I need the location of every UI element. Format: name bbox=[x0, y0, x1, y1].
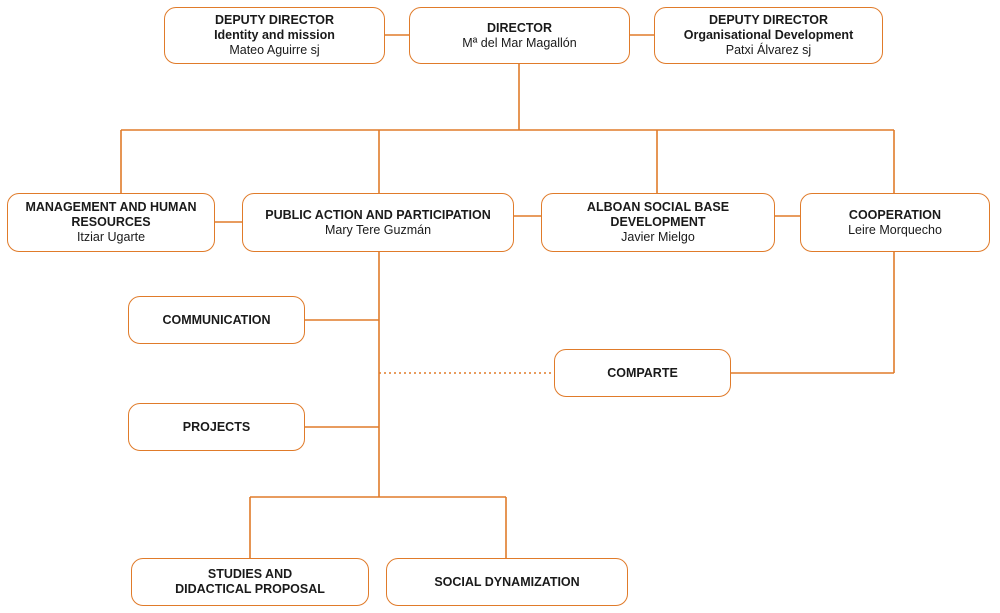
projects-box: PROJECTS bbox=[128, 403, 305, 451]
deputy-director-org-box: DEPUTY DIRECTOR Organisational Developme… bbox=[654, 7, 883, 64]
management-hr-person: Itziar Ugarte bbox=[76, 230, 146, 244]
communication-box: COMMUNICATION bbox=[128, 296, 305, 344]
director-title: DIRECTOR bbox=[486, 20, 553, 35]
alboan-title-line2: DEVELOPMENT bbox=[610, 215, 706, 229]
studies-label-line2: DIDACTICAL PROPOSAL bbox=[175, 582, 325, 596]
studies-label-line1: STUDIES AND bbox=[207, 567, 293, 581]
alboan-person: Javier Mielgo bbox=[621, 230, 695, 244]
alboan-box: ALBOAN SOCIAL BASE DEVELOPMENT Javier Mi… bbox=[541, 193, 775, 252]
deputy-director-identity-box: DEPUTY DIRECTOR Identity and mission Mat… bbox=[164, 7, 385, 64]
director-box: DIRECTOR Mª del Mar Magallón bbox=[409, 7, 630, 64]
comparte-label: COMPARTE bbox=[607, 365, 678, 380]
public-action-title: PUBLIC ACTION AND PARTICIPATION bbox=[265, 207, 491, 222]
social-dynamization-label: SOCIAL DYNAMIZATION bbox=[434, 574, 580, 589]
cooperation-title: COOPERATION bbox=[848, 207, 942, 222]
deputy-director-org-title: DEPUTY DIRECTOR bbox=[708, 13, 828, 27]
management-hr-title-line2: RESOURCES bbox=[71, 215, 151, 229]
cooperation-box: COOPERATION Leire Morquecho bbox=[800, 193, 990, 252]
director-person: Mª del Mar Magallón bbox=[462, 35, 577, 50]
studies-box: STUDIES AND DIDACTICAL PROPOSAL bbox=[131, 558, 369, 606]
alboan-title-line1: ALBOAN SOCIAL BASE bbox=[586, 200, 730, 214]
management-hr-title-line1: MANAGEMENT AND HUMAN bbox=[25, 200, 197, 214]
deputy-director-identity-person: Mateo Aguirre sj bbox=[229, 43, 320, 57]
communication-label: COMMUNICATION bbox=[162, 312, 271, 327]
management-hr-box: MANAGEMENT AND HUMAN RESOURCES Itziar Ug… bbox=[7, 193, 215, 252]
deputy-director-org-subtitle: Organisational Development bbox=[683, 28, 854, 42]
cooperation-person: Leire Morquecho bbox=[848, 222, 942, 237]
projects-label: PROJECTS bbox=[182, 419, 251, 434]
social-dynamization-box: SOCIAL DYNAMIZATION bbox=[386, 558, 628, 606]
deputy-director-identity-subtitle: Identity and mission bbox=[214, 28, 335, 42]
deputy-director-org-person: Patxi Álvarez sj bbox=[725, 43, 812, 57]
deputy-director-identity-title: DEPUTY DIRECTOR bbox=[214, 13, 334, 27]
public-action-person: Mary Tere Guzmán bbox=[324, 222, 432, 237]
public-action-box: PUBLIC ACTION AND PARTICIPATION Mary Ter… bbox=[242, 193, 514, 252]
comparte-box: COMPARTE bbox=[554, 349, 731, 397]
